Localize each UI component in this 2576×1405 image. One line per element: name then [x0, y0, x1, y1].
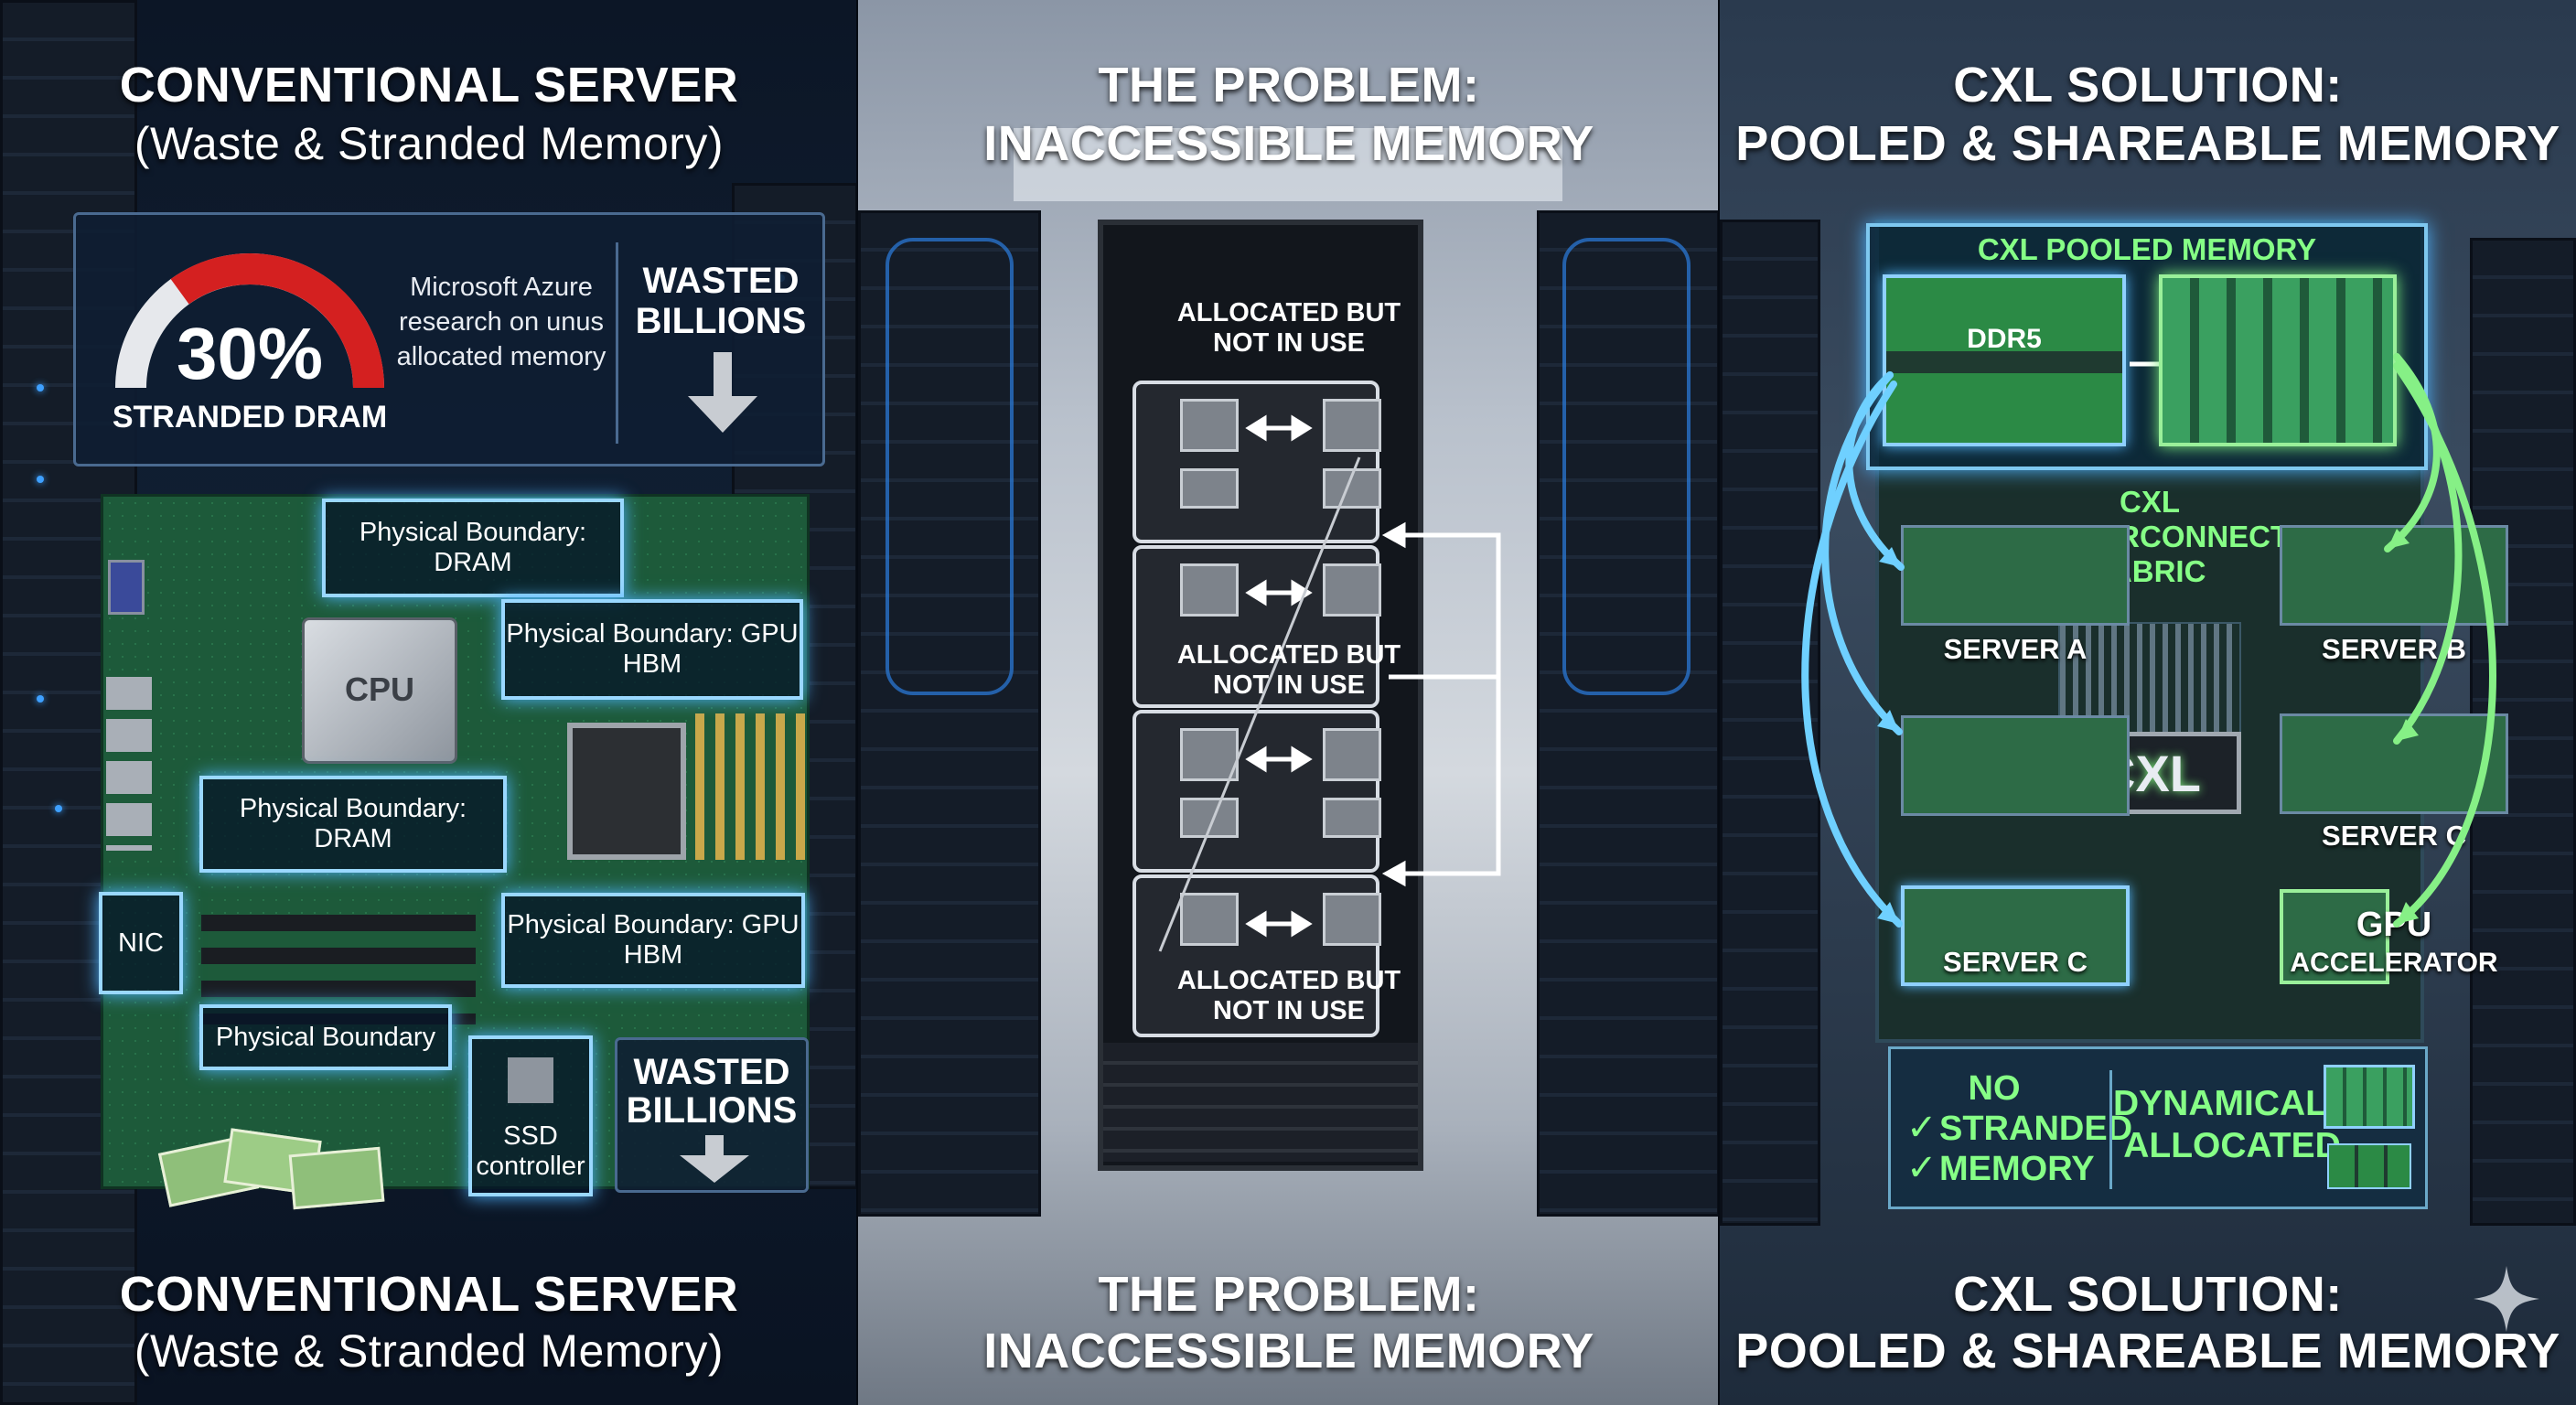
boundary-gpu-hbm-1: Physical Boundary: GPU HBM	[501, 599, 803, 700]
cxl-solution-panel: CXL SOLUTION: POOLED & SHAREABLE MEMORY …	[1720, 0, 2576, 1405]
wasted-billions-bottom-box: WASTED BILLIONS	[615, 1037, 809, 1193]
gauge-icon	[115, 252, 384, 389]
no-stranded-line2: STRANDED	[1939, 1110, 2133, 1148]
server-c-label-left: SERVER C	[1943, 946, 2088, 978]
dynamic-line1: DYNAMICALLY	[2113, 1084, 2370, 1123]
panel1-footer-title: CONVENTIONAL SERVER	[119, 1267, 739, 1322]
server-board	[1901, 715, 2130, 816]
allocated-label-bottom: ALLOCATED BUT NOT IN USE	[1176, 966, 1401, 1025]
dynamic-line2: ALLOCATED	[2123, 1126, 2341, 1165]
money-stack-icon	[157, 1125, 392, 1212]
stranded-dram-callout: 30% STRANDED DRAM Microsoft Azure resear…	[73, 212, 825, 467]
ssd-controller-label: SSD controller	[468, 1035, 593, 1196]
check-icon: ✓	[1906, 1148, 1937, 1188]
server-a-board	[1901, 525, 2130, 626]
memory-module-icon	[1180, 399, 1239, 452]
gpu-card	[2280, 889, 2389, 984]
boundary-dram-2: Physical Boundary: DRAM	[199, 776, 507, 873]
server-a-label: SERVER A	[1943, 633, 2088, 665]
cpu-label: CPU	[344, 670, 414, 708]
conventional-server-panel: CONVENTIONAL SERVER (Waste & Stranded Me…	[0, 0, 858, 1405]
background-rack	[1720, 220, 1820, 1226]
panel2-title-line2: INACCESSIBLE MEMORY	[983, 116, 1594, 171]
no-stranded-line3: MEMORY	[1939, 1150, 2095, 1188]
problem-panel: THE PROBLEM: INACCESSIBLE MEMORY ALLOCAT…	[858, 0, 1720, 1405]
panel1-title: CONVENTIONAL SERVER	[119, 58, 739, 113]
gauge-value: 30%	[176, 313, 324, 394]
no-stranded-line1: NO	[1968, 1069, 2021, 1108]
ddr5-module: DDR5	[1883, 274, 2126, 446]
server-c-label-right: SERVER C	[2322, 820, 2466, 852]
panel2-footer-line2: INACCESSIBLE MEMORY	[983, 1324, 1594, 1378]
research-note: Microsoft Azure research on unus allocat…	[396, 273, 606, 371]
panel1-subtitle: (Waste & Stranded Memory)	[134, 118, 724, 169]
panel3-title-line1: CXL SOLUTION:	[1953, 58, 2343, 113]
nic-label: NIC	[99, 892, 183, 994]
panel1-footer-subtitle: (Waste & Stranded Memory)	[134, 1325, 724, 1377]
panel2-title-line1: THE PROBLEM:	[1098, 58, 1480, 113]
panel3-title-line2: POOLED & SHAREABLE MEMORY	[1735, 116, 2560, 171]
memory-module-icon	[1323, 399, 1381, 452]
allocated-label-middle: ALLOCATED BUT NOT IN USE	[1176, 640, 1401, 700]
boundary-gpu-hbm-2: Physical Boundary: GPU HBM	[501, 893, 805, 988]
usb-ports-icon	[106, 677, 152, 851]
pool-connection-arrows	[1801, 353, 2496, 928]
allocation-screen-icon	[2324, 1065, 2415, 1129]
memory-blocks-icon	[2327, 1143, 2411, 1189]
cpu-chip: CPU	[302, 617, 457, 764]
wasted-billions-top: WASTED BILLIONS	[635, 261, 807, 341]
ssd-chip-icon	[508, 1057, 553, 1103]
divider-line	[616, 242, 618, 444]
down-arrow-icon	[705, 1135, 724, 1157]
gauge-label: STRANDED DRAM	[112, 400, 388, 434]
panel3-footer-line1: CXL SOLUTION:	[1953, 1267, 2343, 1322]
server-c-board	[2280, 713, 2508, 814]
rack-drive-bays	[1103, 1043, 1418, 1162]
allocated-label-top: ALLOCATED BUT NOT IN USE	[1176, 298, 1401, 358]
capacitors	[695, 713, 805, 860]
cxl-pool-label: CXL POOLED MEMORY	[1977, 232, 2317, 266]
rack-arrows	[1158, 414, 1501, 952]
gpu-accelerator-label: ACCELERATOR	[2290, 948, 2498, 978]
down-arrow-icon	[714, 352, 732, 398]
sparkle-icon	[2474, 1266, 2539, 1332]
benefits-divider	[2109, 1070, 2112, 1189]
panel3-footer-line2: POOLED & SHAREABLE MEMORY	[1735, 1324, 2560, 1378]
gpu-chip	[567, 723, 686, 860]
vga-port-icon	[108, 560, 145, 615]
check-icon: ✓	[1906, 1108, 1937, 1148]
panel2-footer-line1: THE PROBLEM:	[1098, 1267, 1480, 1322]
server-c-board-left	[1901, 885, 2130, 986]
ddr5-label: DDR5	[1967, 324, 2042, 354]
wasted-billions-bottom: WASTED BILLIONS	[626, 1052, 798, 1131]
boundary-dram-1: Physical Boundary: DRAM	[322, 499, 624, 597]
boundary-generic: Physical Boundary	[199, 1004, 452, 1070]
